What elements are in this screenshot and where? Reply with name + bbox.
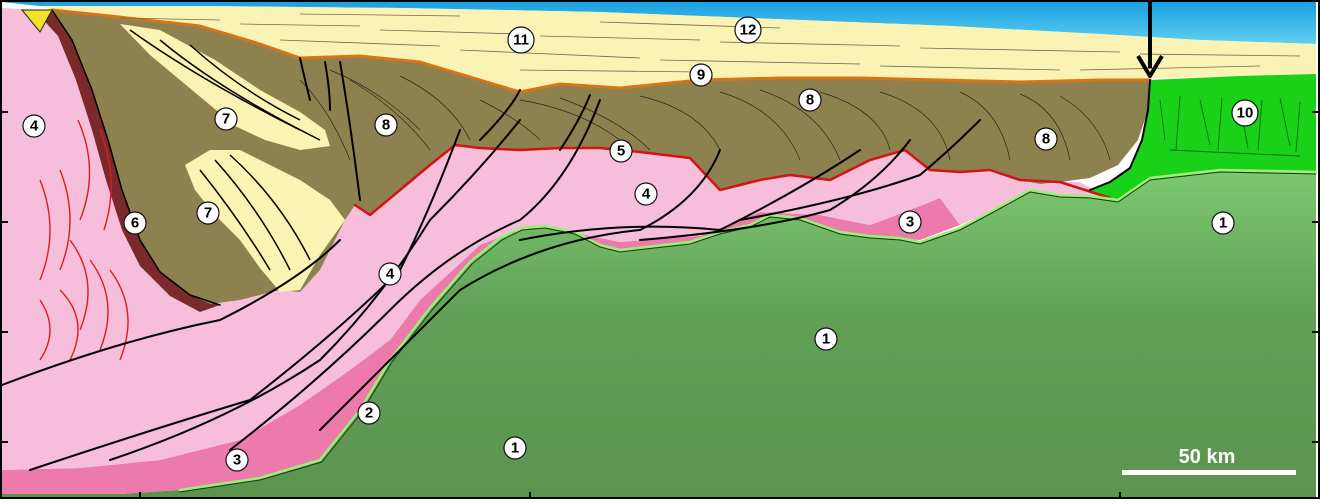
label-7-lower-text: 7 (204, 205, 212, 222)
label-unit-2: 2 (357, 401, 381, 425)
label-1-right-text: 1 (1219, 215, 1227, 232)
label-8-center-text: 8 (806, 92, 814, 109)
label-4-right-text: 4 (642, 186, 651, 203)
down-arrow-icon (1136, 0, 1164, 78)
label-3-right-text: 3 (906, 214, 914, 231)
label-unit-6: 6 (123, 211, 147, 235)
label-2-text: 2 (365, 405, 373, 422)
unit-6-basin-margin (38, 10, 220, 312)
coastal-triangle (20, 9, 53, 33)
label-9-text: 9 (697, 67, 705, 84)
label-unit-4-right: 4 (634, 182, 658, 206)
unit-1-mantle (2, 170, 1316, 499)
faults (1, 57, 981, 471)
label-unit-1-center: 1 (814, 327, 838, 351)
label-unit-3-right: 3 (898, 210, 922, 234)
label-4-mid-text: 4 (386, 266, 395, 283)
label-8-right-text: 8 (1042, 131, 1050, 148)
label-unit-7-upper: 7 (214, 107, 238, 131)
label-unit-4-mid: 4 (378, 262, 402, 286)
label-12-text: 12 (740, 22, 757, 39)
label-10-text: 10 (1237, 105, 1254, 122)
label-unit-10: 10 (1231, 99, 1259, 127)
unit-4-folds (39, 119, 129, 361)
label-1-lower-text: 1 (511, 440, 519, 457)
label-6-text: 6 (131, 215, 139, 232)
label-3-left-text: 3 (233, 452, 241, 469)
scale-bar: 50 km (1122, 446, 1296, 475)
label-unit-3-left: 3 (225, 448, 249, 472)
label-unit-1-lower: 1 (503, 436, 527, 460)
scale-bar-label: 50 km (1179, 446, 1236, 468)
label-unit-8-right: 8 (1034, 127, 1058, 151)
label-5-text: 5 (617, 143, 625, 160)
unit-9-orange-horizon (50, 8, 1152, 94)
label-unit-7-lower: 7 (196, 201, 220, 225)
green-block-outline (1089, 79, 1151, 191)
label-unit-11: 11 (507, 26, 535, 54)
moho-green-line (178, 168, 1318, 492)
scale-bar-line (1122, 470, 1296, 475)
unit-11-cover (40, 6, 1316, 92)
label-1-center-text: 1 (822, 331, 830, 348)
label-unit-1-right: 1 (1211, 211, 1235, 235)
unit-labels: 1 1 1 1 2 3 3 4 4 4 5 6 7 7 8 8 8 9 10 1… (22, 16, 1259, 472)
label-unit-9: 9 (689, 63, 713, 87)
frame-ticks (2, 111, 1318, 498)
label-unit-8-left: 8 (374, 113, 398, 137)
unit-4-light-pink (2, 8, 1110, 470)
label-unit-12: 12 (734, 16, 762, 44)
label-unit-8-center: 8 (798, 88, 822, 112)
unit-7-fan-lower (185, 150, 345, 292)
label-8-left-text: 8 (382, 117, 390, 134)
label-11-text: 11 (513, 32, 529, 49)
basin-margin-outline (51, 9, 221, 306)
unit-12-sea (2, 2, 1316, 44)
unit-7-fan-lines (129, 29, 321, 271)
unit-5-red-horizon (353, 143, 1112, 217)
unit-10-green-block (1090, 74, 1316, 200)
unit-3-dark-pink (2, 198, 960, 494)
label-unit-5: 5 (609, 139, 633, 163)
label-4-left-text: 4 (30, 118, 39, 135)
label-7-upper-text: 7 (222, 111, 230, 128)
unit-8-layering (299, 69, 1111, 161)
label-unit-4-left: 4 (22, 114, 46, 138)
